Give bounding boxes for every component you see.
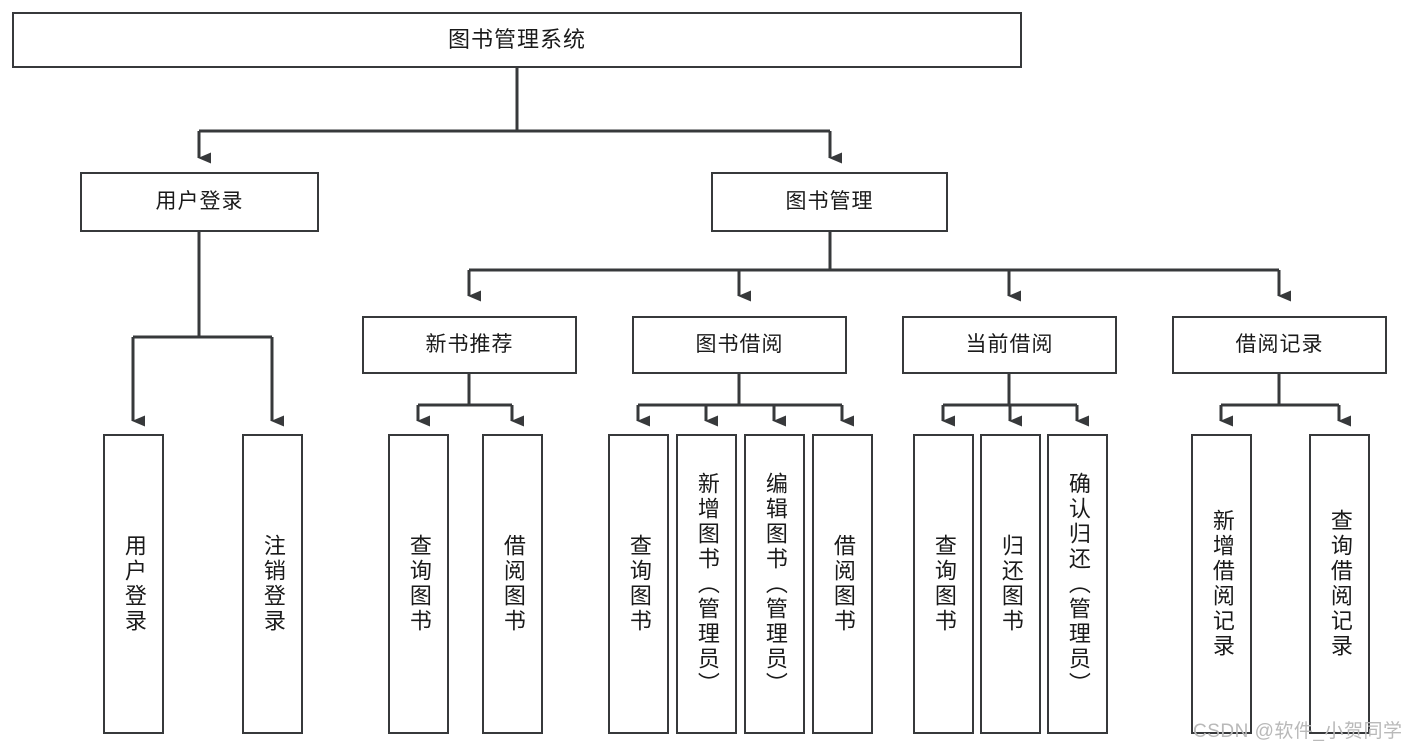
node-leaf-borrow-borrow-book[interactable]: 借阅图书 (812, 434, 873, 734)
node-book-management[interactable]: 图书管理 (711, 172, 948, 232)
node-label: 新增借阅记录 (1209, 509, 1235, 659)
node-label: 用户登录 (155, 190, 244, 214)
node-leaf-current-return-book[interactable]: 归还图书 (980, 434, 1041, 734)
node-leaf-user-login-logout[interactable]: 注销登录 (242, 434, 303, 734)
node-leaf-newbook-borrow-book[interactable]: 借阅图书 (482, 434, 543, 734)
node-label: 用户登录 (121, 534, 147, 634)
node-root-library-system[interactable]: 图书管理系统 (12, 12, 1022, 68)
node-label: 图书管理 (785, 190, 874, 214)
node-label: 查询图书 (406, 534, 432, 634)
node-leaf-borrow-edit-book-admin[interactable]: 编辑图书（管理员） (744, 434, 805, 734)
node-label: 注销登录 (260, 534, 286, 634)
node-leaf-record-query-record[interactable]: 查询借阅记录 (1309, 434, 1370, 734)
node-borrow-record[interactable]: 借阅记录 (1172, 316, 1387, 374)
node-leaf-user-login-login[interactable]: 用户登录 (103, 434, 164, 734)
node-label: 图书管理系统 (447, 26, 586, 52)
node-label: 新增图书（管理员） (694, 471, 720, 697)
node-label: 编辑图书（管理员） (762, 471, 788, 697)
node-leaf-current-confirm-return-admin[interactable]: 确认归还（管理员） (1047, 434, 1108, 734)
node-label: 借阅图书 (500, 534, 526, 634)
node-label: 借阅图书 (830, 534, 856, 634)
node-leaf-newbook-query-book[interactable]: 查询图书 (388, 434, 449, 734)
node-new-book-recommend[interactable]: 新书推荐 (362, 316, 577, 374)
node-leaf-record-add-record[interactable]: 新增借阅记录 (1191, 434, 1252, 734)
node-book-borrow[interactable]: 图书借阅 (632, 316, 847, 374)
node-leaf-borrow-query-book[interactable]: 查询图书 (608, 434, 669, 734)
node-label: 借阅记录 (1235, 333, 1324, 357)
node-label: 查询借阅记录 (1327, 509, 1353, 659)
node-leaf-current-query-book[interactable]: 查询图书 (913, 434, 974, 734)
node-label: 归还图书 (998, 534, 1024, 634)
node-label: 确认归还（管理员） (1065, 471, 1091, 697)
node-user-login[interactable]: 用户登录 (80, 172, 319, 232)
node-label: 图书借阅 (695, 333, 784, 357)
node-leaf-borrow-add-book-admin[interactable]: 新增图书（管理员） (676, 434, 737, 734)
node-label: 查询图书 (931, 534, 957, 634)
node-label: 查询图书 (626, 534, 652, 634)
node-current-borrow[interactable]: 当前借阅 (902, 316, 1117, 374)
node-label: 新书推荐 (425, 333, 514, 357)
node-label: 当前借阅 (965, 333, 1054, 357)
watermark-text: CSDN @软件_小贺同学 (1193, 721, 1403, 742)
